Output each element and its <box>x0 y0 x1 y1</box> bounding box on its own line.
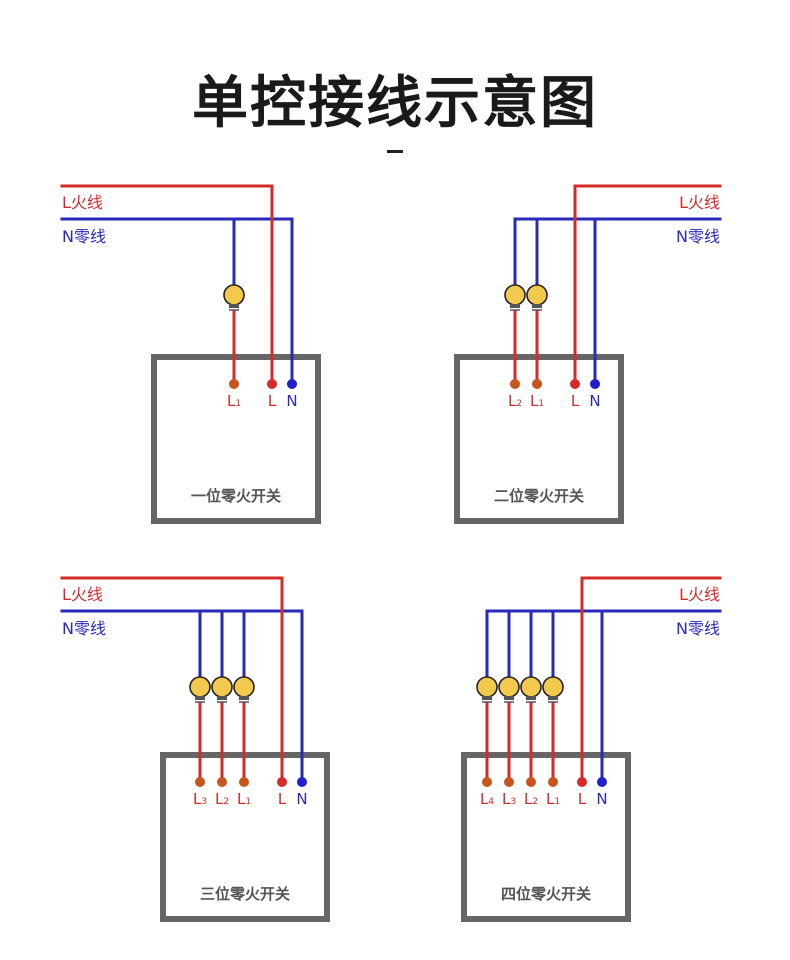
terminal-label-l2: L2 <box>524 790 538 808</box>
bulb-icon <box>498 676 520 703</box>
terminal-l-dot <box>570 379 580 389</box>
terminal-label-l2: L2 <box>215 790 229 808</box>
terminal-n-dot <box>297 777 307 787</box>
switch-box <box>151 354 321 524</box>
terminal-label-l: L <box>278 790 287 808</box>
bulb-base <box>229 304 239 308</box>
terminal-load-dot <box>532 379 542 389</box>
terminal-load-dot <box>482 777 492 787</box>
bulb-base <box>526 696 536 700</box>
terminal-n-dot <box>590 379 600 389</box>
bulb-glass <box>498 676 520 698</box>
title-divider <box>387 150 403 153</box>
live-wire-label: L火线 <box>679 193 720 212</box>
switch-box <box>454 354 624 524</box>
terminal-label-l1: L1 <box>237 790 251 808</box>
terminal-label-l3: L3 <box>502 790 516 808</box>
live-wire-label: L火线 <box>62 585 103 604</box>
bulb-glass <box>211 676 233 698</box>
switch-name: 三位零火开关 <box>200 885 290 903</box>
bulb-icon <box>504 284 526 311</box>
terminal-load-dot <box>239 777 249 787</box>
bulb-glass <box>476 676 498 698</box>
switch-name: 一位零火开关 <box>191 487 281 505</box>
bulb-glass <box>520 676 542 698</box>
live-wire-label: L火线 <box>679 585 720 604</box>
bulb-icon <box>526 284 548 311</box>
terminal-label-l1: L1 <box>227 392 241 410</box>
terminal-load-dot <box>217 777 227 787</box>
terminal-label-l1: L1 <box>546 790 560 808</box>
terminal-label-n: N <box>296 790 307 808</box>
neutral-wire-label: N零线 <box>62 227 106 246</box>
terminal-label-l: L <box>571 392 580 410</box>
terminal-label-l4: L4 <box>480 790 494 808</box>
terminal-load-dot <box>229 379 239 389</box>
bulb-icon <box>189 676 211 703</box>
bulb-icon <box>211 676 233 703</box>
bulb-icon <box>520 676 542 703</box>
neutral-wire-label: N零线 <box>676 619 720 638</box>
live-wire-label: L火线 <box>62 193 103 212</box>
switch-box <box>461 752 631 922</box>
bulb-base <box>504 696 514 700</box>
switch-name: 二位零火开关 <box>494 487 584 505</box>
terminal-n-dot <box>597 777 607 787</box>
neutral-wire-label: N零线 <box>676 227 720 246</box>
bulb-base <box>532 304 542 308</box>
bulb-icon <box>223 284 245 311</box>
terminal-label-n: N <box>589 392 600 410</box>
bulb-glass <box>504 284 526 306</box>
terminal-label-l3: L3 <box>193 790 207 808</box>
terminal-label-n: N <box>596 790 607 808</box>
terminal-load-dot <box>510 379 520 389</box>
terminal-label-l2: L2 <box>508 392 522 410</box>
bulb-base <box>217 696 227 700</box>
terminal-label-n: N <box>286 392 297 410</box>
bulb-icon <box>233 676 255 703</box>
bulb-glass <box>526 284 548 306</box>
terminal-label-l1: L1 <box>530 392 544 410</box>
terminal-load-dot <box>504 777 514 787</box>
bulb-icon <box>476 676 498 703</box>
terminal-label-l: L <box>578 790 587 808</box>
neutral-wire-label: N零线 <box>62 619 106 638</box>
bulb-glass <box>189 676 211 698</box>
bulb-base <box>239 696 249 700</box>
terminal-label-l: L <box>268 392 277 410</box>
terminal-load-dot <box>548 777 558 787</box>
switch-name: 四位零火开关 <box>501 885 591 903</box>
bulb-base <box>482 696 492 700</box>
bulb-base <box>195 696 205 700</box>
bulb-glass <box>542 676 564 698</box>
terminal-l-dot <box>277 777 287 787</box>
bulb-base <box>510 304 520 308</box>
bulb-icon <box>542 676 564 703</box>
bulb-glass <box>223 284 245 306</box>
bulb-glass <box>233 676 255 698</box>
page-title: 单控接线示意图 <box>192 71 598 136</box>
terminal-l-dot <box>577 777 587 787</box>
terminal-load-dot <box>526 777 536 787</box>
terminal-n-dot <box>287 379 297 389</box>
bulb-base <box>548 696 558 700</box>
terminal-load-dot <box>195 777 205 787</box>
terminal-l-dot <box>267 379 277 389</box>
